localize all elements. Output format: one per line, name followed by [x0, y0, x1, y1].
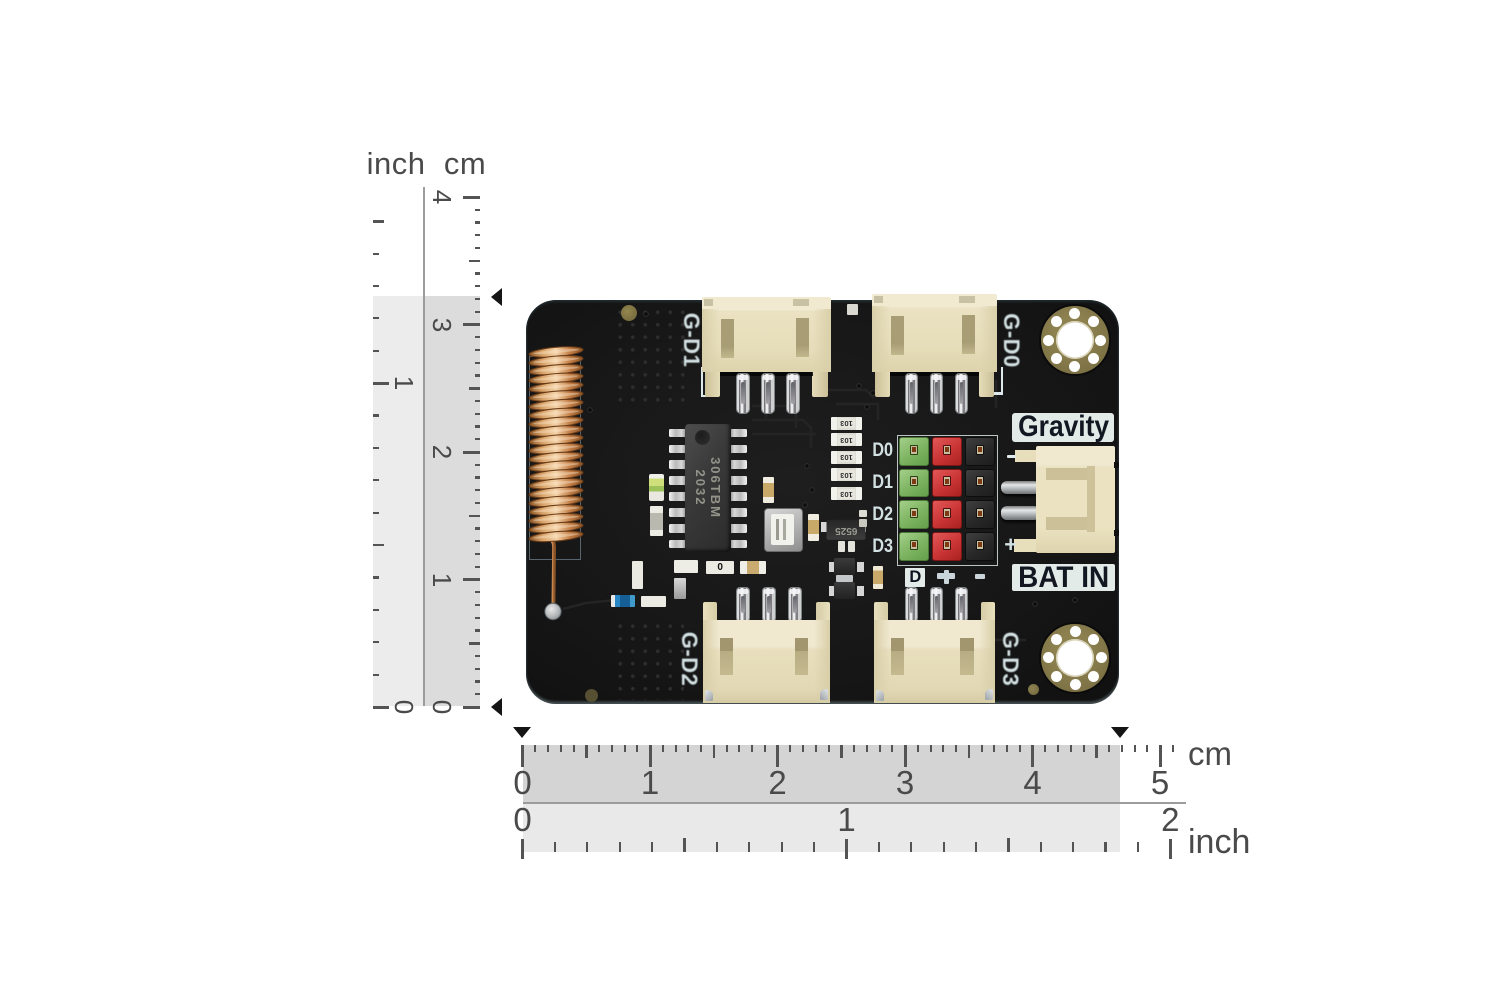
- svg-text:G-D2: G-D2: [677, 632, 702, 687]
- svg-text:G-D1: G-D1: [679, 313, 704, 368]
- svg-text:G-D3: G-D3: [998, 632, 1023, 687]
- svg-text:G-D0: G-D0: [999, 313, 1024, 368]
